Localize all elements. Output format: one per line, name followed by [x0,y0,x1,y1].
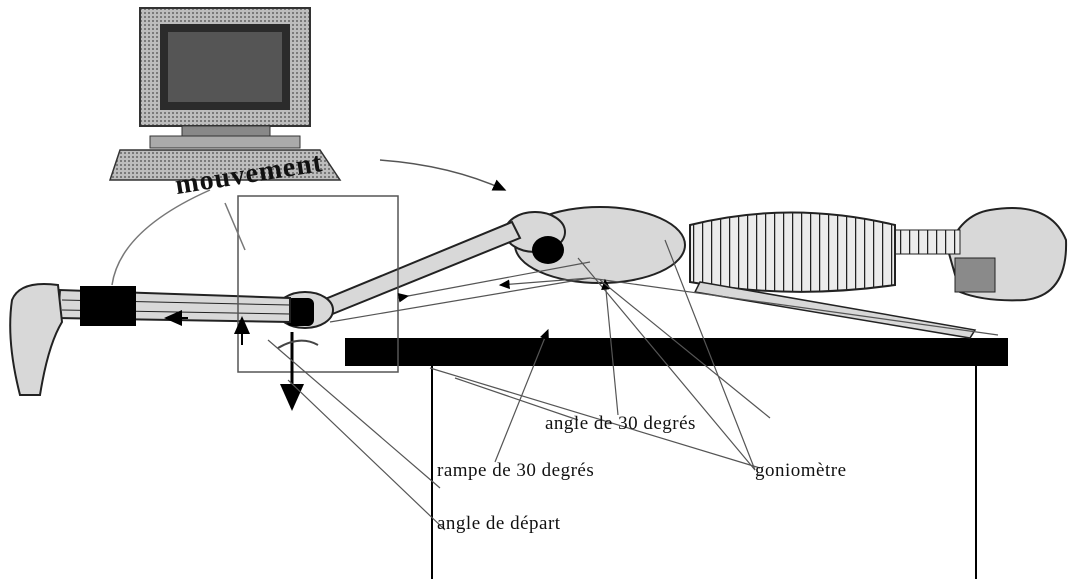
movement-arrow-right [380,160,505,190]
skeleton-illustration [10,207,1066,395]
goniometer-label: goniomètre [755,460,847,482]
ramp-30-label: rampe de 30 degrés [437,460,594,482]
start-angle-label: angle de départ [437,513,561,535]
movement-arrow-left [112,190,210,285]
exam-table [345,338,1008,579]
angle-30-label: angle de 30 degrés [545,413,696,435]
